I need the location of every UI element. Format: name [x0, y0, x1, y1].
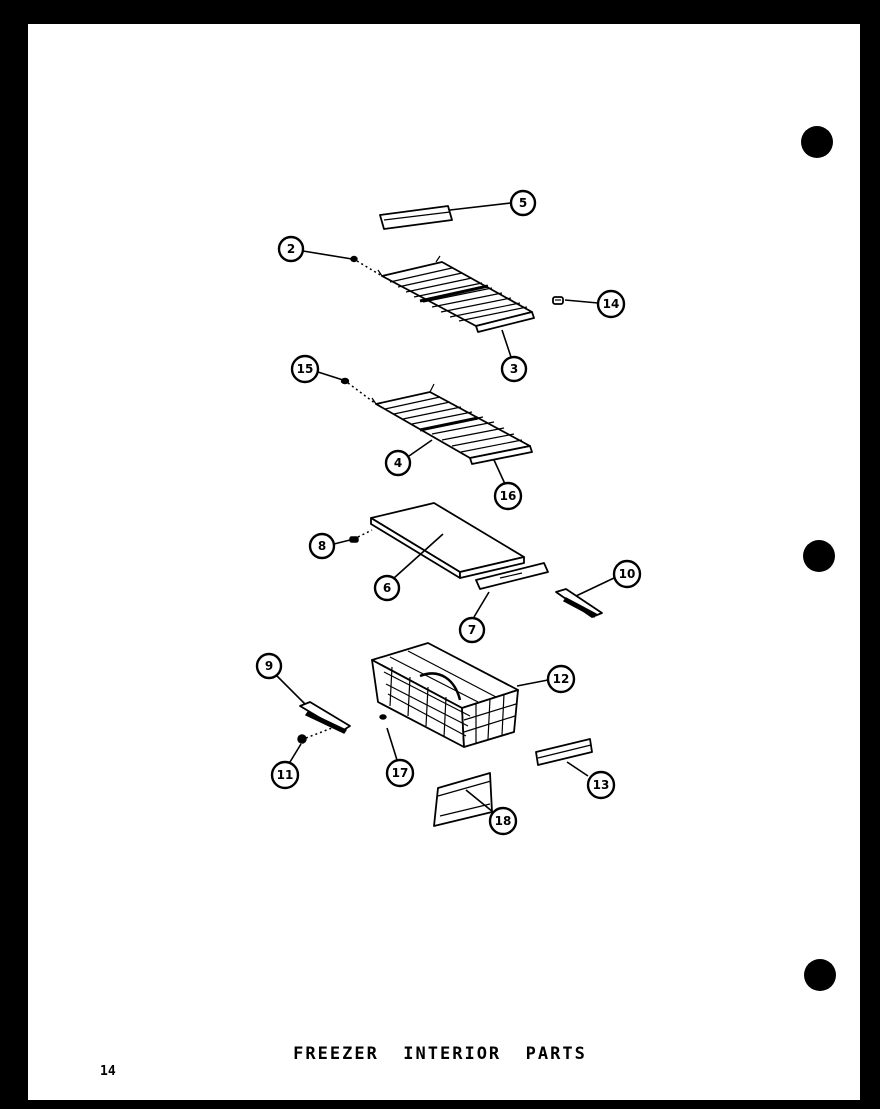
assembly-line [347, 382, 377, 405]
svg-text:5: 5 [519, 196, 527, 210]
binder-hole [801, 126, 833, 158]
part-6-shelf-panel [370, 502, 525, 579]
part-18-basket-front [433, 772, 493, 827]
svg-text:14: 14 [603, 297, 620, 311]
leader-line [302, 250, 353, 260]
leader-line [449, 202, 512, 211]
assembly-line [357, 529, 373, 538]
part-17-clip [379, 714, 387, 720]
svg-text:18: 18 [495, 814, 512, 828]
leader-line [566, 761, 589, 777]
leader-line [408, 439, 433, 457]
assembly-line [356, 260, 383, 277]
svg-text:15: 15 [297, 362, 314, 376]
svg-text:12: 12 [553, 672, 570, 686]
svg-text:17: 17 [392, 766, 409, 780]
callout-4: 4 [384, 449, 412, 477]
leader-line [493, 459, 506, 485]
leader-line [501, 329, 512, 358]
callout-5: 5 [509, 189, 537, 217]
part-8-clip [349, 536, 359, 543]
callout-15: 15 [290, 354, 320, 384]
leader-line [289, 743, 302, 763]
callout-3: 3 [500, 355, 528, 383]
part-10-slide-rail [555, 588, 603, 618]
part-12-wire-basket [371, 642, 519, 748]
svg-text:10: 10 [619, 567, 636, 581]
svg-text:2: 2 [287, 242, 295, 256]
callout-8: 8 [308, 532, 336, 560]
callout-13: 13 [586, 770, 616, 800]
leader-line [575, 577, 615, 597]
leader-line [465, 789, 494, 813]
callout-18: 18 [488, 806, 518, 836]
callout-16: 16 [493, 481, 523, 511]
part-7-trim [475, 562, 549, 590]
svg-text:16: 16 [500, 489, 517, 503]
callout-17: 17 [385, 758, 415, 788]
callout-14: 14 [596, 289, 626, 319]
callout-11: 11 [270, 760, 300, 790]
callout-9: 9 [255, 652, 283, 680]
callout-12: 12 [546, 664, 576, 694]
part-9-slide-rail [299, 701, 351, 734]
svg-text:8: 8 [318, 539, 326, 553]
part-3-wire-shelf [377, 255, 535, 333]
assembly-line [305, 727, 333, 739]
svg-text:3: 3 [510, 362, 518, 376]
leader-line [393, 533, 444, 579]
leader-line [564, 299, 599, 304]
callout-7: 7 [458, 616, 486, 644]
page-number: 14 [100, 1064, 116, 1079]
callout-2: 2 [277, 235, 305, 263]
part-11-clip [297, 734, 307, 744]
binder-hole [803, 540, 835, 572]
leader-line [333, 539, 351, 545]
svg-text:4: 4 [394, 456, 402, 470]
svg-text:13: 13 [593, 778, 610, 792]
leader-line [386, 727, 398, 761]
part-14-clip [552, 296, 564, 305]
leader-line [317, 371, 344, 381]
callout-6: 6 [373, 574, 401, 602]
part-15-clip [340, 377, 350, 385]
binder-hole [804, 959, 836, 991]
svg-text:7: 7 [468, 623, 476, 637]
page-title: FREEZER INTERIOR PARTS [293, 1044, 587, 1064]
part-5-bracket [379, 205, 453, 230]
callout-10: 10 [612, 559, 642, 589]
svg-text:6: 6 [383, 581, 391, 595]
part-4-wire-shelf [371, 383, 533, 465]
leader-line [516, 679, 549, 687]
part-13-trim [535, 738, 593, 766]
svg-text:11: 11 [277, 768, 294, 782]
leader-line [473, 591, 490, 618]
leader-line [276, 675, 306, 705]
svg-text:9: 9 [265, 659, 273, 673]
